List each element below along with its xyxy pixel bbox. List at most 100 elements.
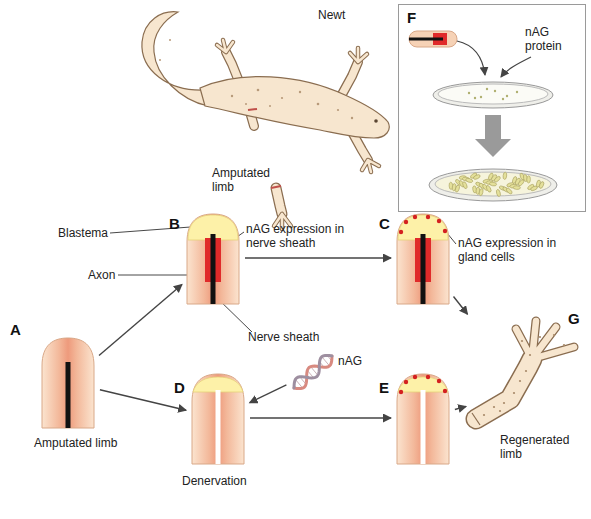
- flow-arrow: [501, 57, 531, 77]
- panel-letter: E: [379, 380, 389, 396]
- protein-particle: [474, 97, 476, 99]
- flow-arrow: [245, 257, 391, 258]
- limb-stump: E: [395, 372, 451, 464]
- stump-outline: [397, 374, 449, 464]
- proliferating-cell: [465, 178, 473, 183]
- stump-outline: [192, 374, 244, 464]
- arm: [476, 359, 532, 419]
- dna-rung: [322, 357, 330, 366]
- protein-particle: [480, 96, 482, 98]
- callout-label: Axon: [88, 268, 115, 282]
- culture-dish: [433, 82, 553, 108]
- proliferating-cell: [493, 175, 501, 182]
- skin-spot: [539, 336, 541, 338]
- node-label: nAG protein: [525, 25, 583, 53]
- shape-graphic: [399, 5, 585, 211]
- gland-cell: [404, 380, 408, 384]
- flow-arrow: [455, 406, 466, 409]
- newt-spots: [159, 39, 353, 119]
- limb-stump: B: [185, 212, 241, 304]
- gland-cell: [413, 375, 417, 379]
- piece-outline: [276, 188, 282, 214]
- stump-outline: [42, 338, 94, 428]
- proliferating-cell: [485, 185, 492, 193]
- shape-graphic: [290, 352, 336, 392]
- shape-graphic: [395, 212, 451, 304]
- gland-cell: [399, 390, 403, 394]
- protein-particle: [516, 91, 518, 93]
- piece-fill: [276, 188, 282, 214]
- gland-cell: [437, 379, 441, 383]
- node-label: Regenerated limb: [500, 433, 580, 461]
- process-arrow: [475, 115, 511, 157]
- dna-strand: [294, 356, 332, 389]
- skin-spot: [503, 402, 505, 404]
- arm-outline: [476, 359, 532, 419]
- proliferating-cell: [462, 181, 468, 189]
- arm-base: [472, 413, 480, 425]
- proliferating-cell: [538, 181, 544, 189]
- limb-icon-axon: [409, 38, 443, 41]
- panel-letter: F: [407, 10, 416, 26]
- dna-strand: [294, 355, 332, 388]
- dish-medium: [435, 172, 551, 196]
- culture-dish: [429, 169, 557, 201]
- protein-particle: [468, 92, 470, 94]
- dish-medium: [438, 84, 548, 104]
- blastema-cap: [193, 377, 243, 392]
- flow-arrow: [457, 41, 485, 75]
- callout-label: Blastema: [58, 226, 108, 240]
- panel-letter: D: [174, 380, 185, 396]
- proliferating-cell: [527, 176, 531, 183]
- gland-cell: [437, 219, 441, 223]
- callout-label: Amputated limb: [212, 166, 284, 194]
- dna-rung: [295, 379, 302, 388]
- node-label: Denervation: [182, 474, 247, 488]
- newt-illustration: [142, 12, 389, 172]
- gland-cell: [404, 220, 408, 224]
- panel-letter: C: [379, 216, 390, 232]
- protein-particle: [494, 90, 496, 92]
- regenerated-limb: GRegenerated limb: [470, 315, 585, 465]
- shape-graphic: [40, 336, 96, 428]
- newt-tail: [142, 12, 208, 106]
- flow-arrow: [250, 417, 391, 418]
- gland-cell: [443, 389, 447, 393]
- proliferating-cell: [503, 172, 507, 180]
- gland-cell: [426, 375, 430, 379]
- newt-body: [200, 77, 389, 138]
- protein-particle: [502, 98, 504, 100]
- gland-cell: [413, 215, 417, 219]
- node-label: Amputated limb: [34, 436, 117, 450]
- flow-arrow: [100, 390, 186, 411]
- axon: [216, 390, 221, 464]
- skin-spot: [529, 354, 531, 356]
- protein-particle: [486, 88, 488, 90]
- proliferating-cell: [473, 174, 481, 180]
- skin-spot: [521, 340, 523, 342]
- skin-spot: [563, 344, 565, 346]
- proliferating-cell: [496, 189, 501, 197]
- panel-letter: B: [169, 216, 180, 232]
- panel-letter: G: [568, 311, 580, 327]
- gland-cell: [399, 230, 403, 234]
- proliferating-cell: [513, 186, 520, 190]
- limb-stump: DDenervation: [190, 372, 246, 464]
- experiment-panel: FnAG protein: [398, 4, 586, 212]
- callout-label: nAG expression in nerve sheath: [246, 222, 346, 250]
- dna-rung: [311, 367, 318, 376]
- stump-outline: [397, 214, 449, 304]
- stump-outline: [187, 214, 239, 304]
- limb-stump: C: [395, 212, 451, 304]
- gland-cell: [426, 215, 430, 219]
- gland-cell: [443, 229, 447, 233]
- callout-label: nAG expression in gland cells: [458, 236, 558, 264]
- amputation-cut: [248, 109, 257, 110]
- skin-spot: [513, 392, 515, 394]
- shape-graphic: [190, 372, 246, 464]
- protein-particle: [506, 95, 508, 97]
- gene-strand: nAG: [290, 352, 336, 392]
- axon: [421, 234, 426, 304]
- limb-stump: AAmputated limb: [40, 336, 96, 428]
